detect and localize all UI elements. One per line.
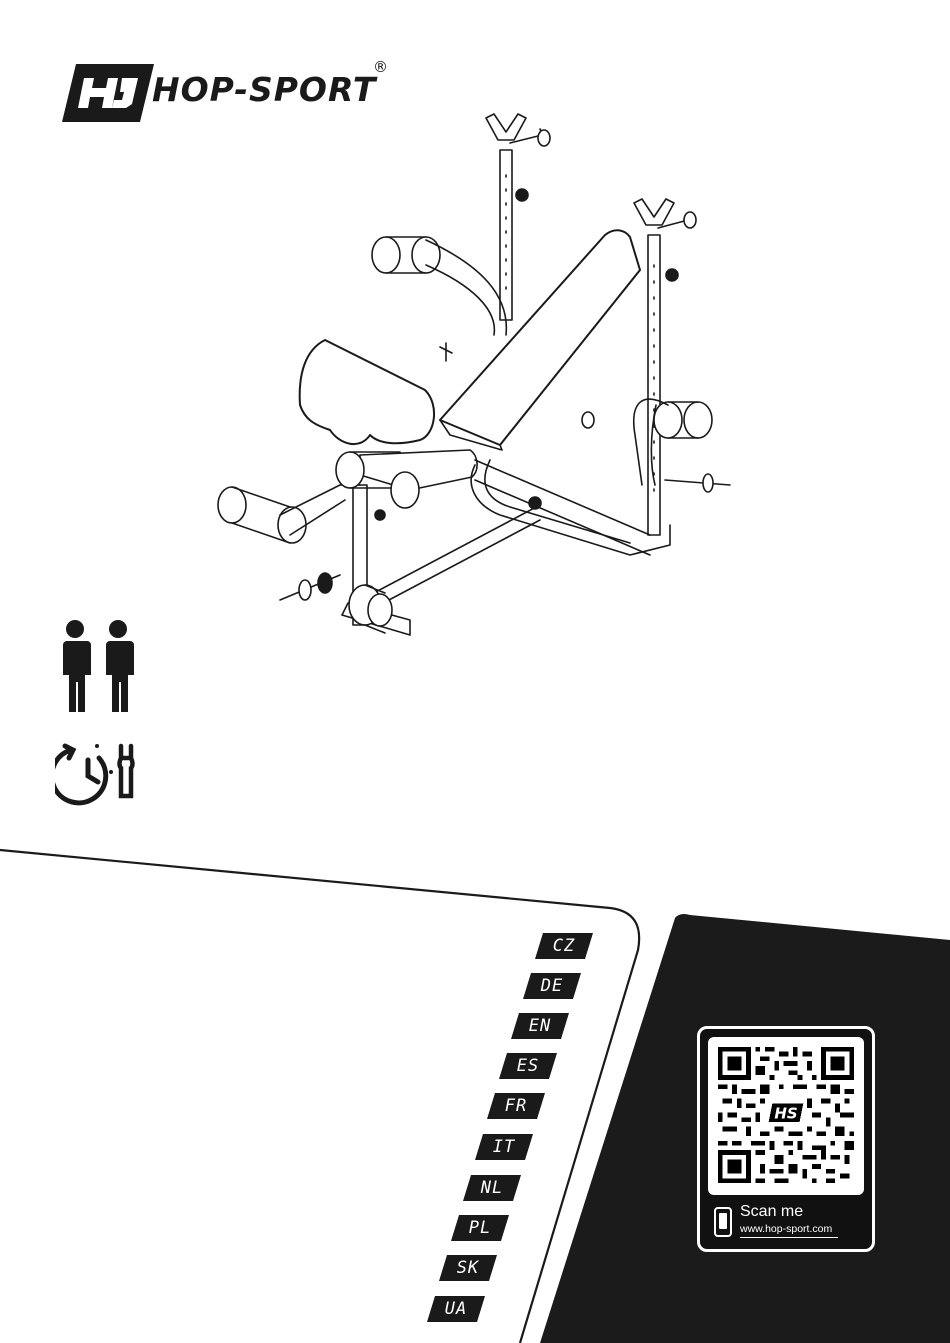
scan-me-label: Scan me <box>740 1203 803 1221</box>
lang-tag-en[interactable]: EN <box>511 1013 569 1039</box>
brand-name: HOP-SPORT <box>152 70 376 109</box>
weight-bench-illustration <box>210 105 750 645</box>
qr-code[interactable]: HS <box>718 1047 854 1183</box>
lang-tag-pl[interactable]: PL <box>451 1215 509 1241</box>
lang-tag-it[interactable]: IT <box>475 1134 533 1160</box>
lang-tag-label: UA <box>427 1296 485 1322</box>
lang-tag-label: SK <box>439 1255 497 1281</box>
lang-tag-label: PL <box>451 1215 509 1241</box>
lang-tag-fr[interactable]: FR <box>487 1093 545 1119</box>
website-url[interactable]: www.hop-sport.com <box>740 1223 838 1238</box>
lang-tag-cz[interactable]: CZ <box>535 933 593 959</box>
lang-tag-es[interactable]: ES <box>499 1053 557 1079</box>
lang-tag-label: CZ <box>535 933 593 959</box>
qr-card[interactable]: HS Scan me www.hop-sport.com <box>697 1026 875 1252</box>
registered-mark: ® <box>373 58 388 76</box>
lang-tag-label: DE <box>523 973 581 999</box>
lang-tag-label: NL <box>463 1175 521 1201</box>
two-people-icon <box>55 618 140 713</box>
brand-badge-icon <box>62 64 154 122</box>
smartphone-icon <box>714 1207 732 1237</box>
lang-tag-de[interactable]: DE <box>523 973 581 999</box>
lang-tag-label: FR <box>487 1093 545 1119</box>
lang-tag-sk[interactable]: SK <box>439 1255 497 1281</box>
lang-tag-ua[interactable]: UA <box>427 1296 485 1322</box>
qr-code-frame: HS <box>708 1037 864 1195</box>
lang-tag-label: EN <box>511 1013 569 1039</box>
lang-tag-nl[interactable]: NL <box>463 1175 521 1201</box>
lang-tag-label: ES <box>499 1053 557 1079</box>
clock-wrench-icon <box>55 738 145 806</box>
lang-tag-label: IT <box>475 1134 533 1160</box>
qr-badge-text: HS <box>774 1104 797 1122</box>
